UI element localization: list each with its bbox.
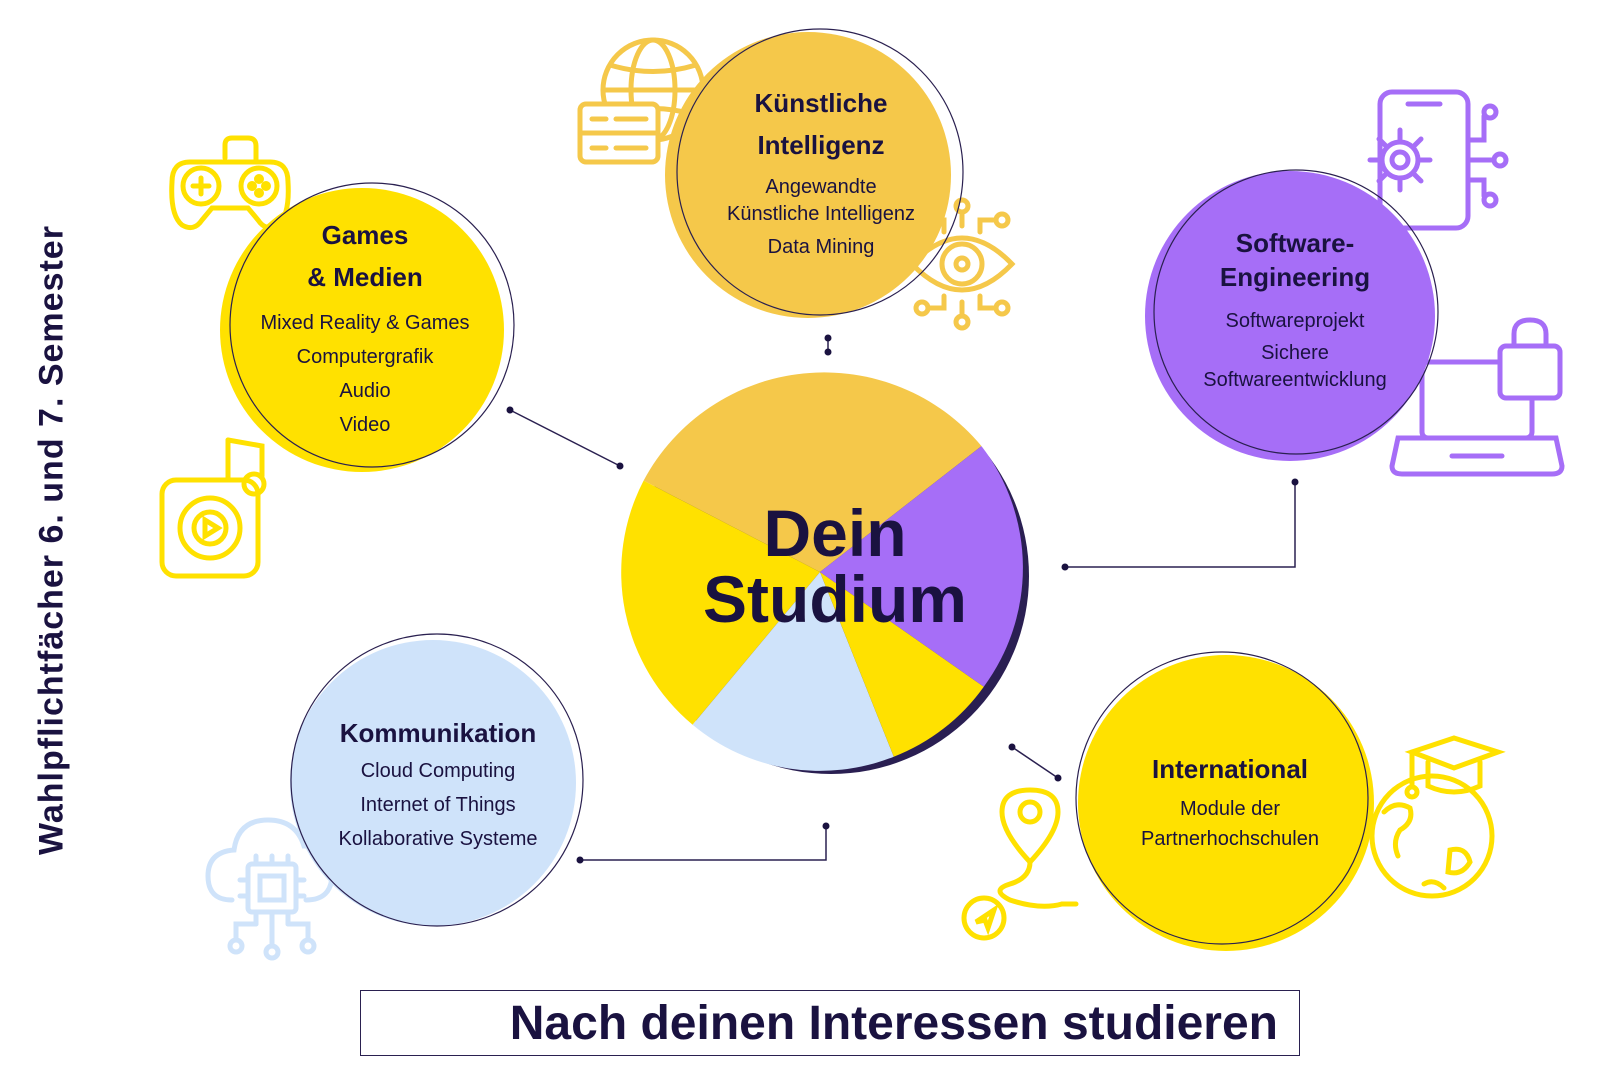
- bubble-international-title: International: [1151, 754, 1308, 784]
- side-title: Wahlpflichtfächer 6. und 7. Semester: [32, 225, 71, 855]
- bubble-kommunikation: Kommunikation Cloud Computing Internet o…: [298, 712, 578, 872]
- bubble-international: International Module der Partnerhochschu…: [1090, 748, 1370, 868]
- bubble-ki-item-1a: Angewandte: [765, 176, 877, 198]
- pie-slice-kommunikation: [692, 572, 894, 771]
- bubble-ki-title-line1: Künstliche: [754, 88, 888, 118]
- bubble-games-title-line2: & Medien: [307, 262, 423, 292]
- pie-slice-software: [820, 446, 1023, 687]
- connector-software: [1065, 482, 1296, 568]
- footer-title: Nach deinen Interessen studieren: [509, 996, 1278, 1050]
- mobile-settings-icon: [1367, 89, 1509, 231]
- bubble-games-item: Mixed Reality & Games: [260, 312, 470, 334]
- bubble-kommunikation-title: Kommunikation: [339, 718, 537, 748]
- bubble-ki-title-line2: Intelligenz: [757, 130, 885, 160]
- connector-dots: [506, 334, 1299, 864]
- bubble-ki-item-2: Data Mining: [767, 236, 875, 258]
- graduation-globe-icon: [1369, 735, 1506, 899]
- bubble-international-item-1a: Module der: [1179, 798, 1281, 820]
- bubble-ki: Künstliche Intelligenz Angewandte Künstl…: [676, 44, 966, 304]
- bubble-games: Games & Medien Mixed Reality & Games Com…: [230, 212, 500, 462]
- bubble-games-item: Audio: [339, 380, 391, 402]
- bubble-software-item-2b: Softwareentwicklung: [1203, 369, 1387, 391]
- game-controller-icon: [169, 135, 291, 231]
- music-player-icon: [159, 437, 267, 579]
- bubble-games-item: Computergrafik: [296, 346, 434, 368]
- center-title: Dein Studium: [610, 500, 1060, 632]
- pie-slice-games: [621, 480, 820, 725]
- bubble-ki-item-1b: Künstliche Intelligenz: [727, 203, 915, 225]
- connector-international: [1011, 746, 1059, 779]
- bubble-kommunikation-item: Kollaborative Systeme: [338, 828, 538, 850]
- connector-kommunikation: [580, 826, 827, 861]
- bubble-discs: [220, 28, 1439, 951]
- bubble-software-item-2a: Sichere: [1261, 342, 1329, 364]
- pie-slice-ki: [643, 372, 982, 572]
- bubble-software-title-line1: Software-: [1235, 228, 1355, 258]
- bubble-software-title-line2: Engineering: [1219, 262, 1371, 292]
- connector-games: [509, 409, 621, 467]
- center-title-line1: Dein: [763, 496, 907, 570]
- center-pie: [621, 372, 1029, 774]
- footer-box: [360, 990, 1300, 1056]
- ki-disc: [665, 32, 951, 318]
- bubble-games-item: Video: [339, 414, 391, 436]
- games-disc: [220, 188, 504, 472]
- pie-slice-international: [820, 572, 984, 757]
- bubble-games-title-line1: Games: [321, 220, 409, 250]
- kommunikation-disc: [290, 640, 576, 926]
- bubble-kommunikation-item: Internet of Things: [360, 794, 516, 816]
- software-disc: [1145, 171, 1435, 461]
- location-route-icon: [961, 787, 1079, 941]
- bubble-international-item-1b: Partnerhochschulen: [1141, 828, 1319, 850]
- international-disc: [1078, 655, 1374, 951]
- bubble-kommunikation-item: Cloud Computing: [360, 760, 516, 782]
- laptop-lock-icon: [1389, 317, 1565, 477]
- bubble-software-item-1: Softwareprojekt: [1225, 310, 1365, 332]
- center-title-line2: Studium: [703, 562, 967, 636]
- bubble-software: Software- Engineering Softwareprojekt Si…: [1160, 226, 1430, 416]
